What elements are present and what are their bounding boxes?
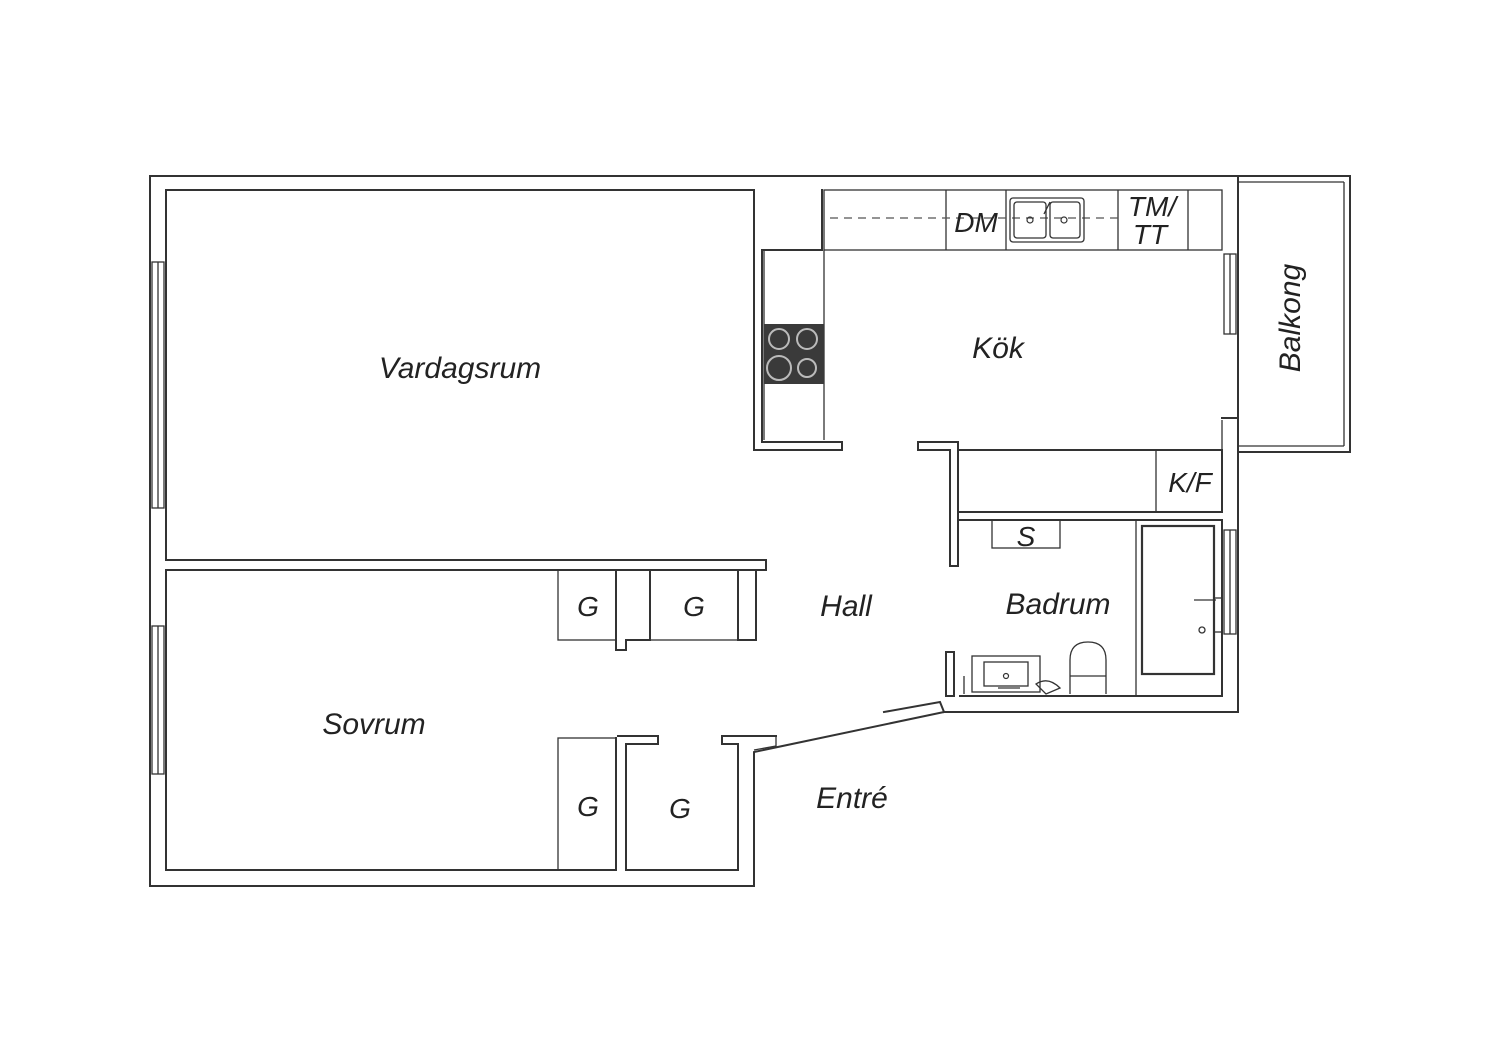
stove-icon [764, 324, 824, 384]
dishwasher-label: DM [954, 207, 998, 238]
wardrobe-2-label: G [683, 591, 705, 622]
wardrobe-1-label: G [577, 591, 599, 622]
balcony-outline [1237, 175, 1351, 453]
bedroom-label: Sovrum [322, 708, 425, 741]
entrance-label: Entré [816, 782, 888, 815]
bedroom [165, 569, 777, 871]
kitchen-label: Kök [972, 332, 1026, 365]
window-living [151, 261, 165, 509]
entrance-door [882, 700, 946, 714]
bathtub-icon [1140, 524, 1223, 676]
balcony-label: Balkong [1274, 263, 1307, 372]
window-bathroom [1223, 529, 1237, 635]
window-bedroom [151, 625, 165, 775]
washer-dryer-label-top: TM/ [1128, 191, 1179, 222]
bathroom-label: Badrum [1005, 588, 1110, 621]
wardrobe-3-label: G [577, 791, 599, 822]
bathroom [945, 519, 1223, 697]
labels: Vardagsrum Kök Balkong Hall Badrum Sovru… [322, 191, 1307, 824]
window-kitchen [1223, 253, 1237, 335]
living-room-label: Vardagsrum [379, 352, 541, 385]
kitchen [764, 189, 1239, 567]
washbasin-icon [971, 655, 1062, 695]
outer-walls [149, 175, 1351, 887]
kitchen-sink-icon [1009, 197, 1085, 243]
wardrobe-4-label: G [669, 793, 691, 824]
windows [151, 253, 1237, 775]
fridge-freezer-label: K/F [1168, 467, 1213, 498]
hall-label: Hall [820, 590, 873, 623]
toilet-icon [1069, 641, 1107, 694]
washer-dryer-label-bottom: TT [1133, 219, 1169, 250]
cabinet-label: S [1017, 521, 1036, 552]
